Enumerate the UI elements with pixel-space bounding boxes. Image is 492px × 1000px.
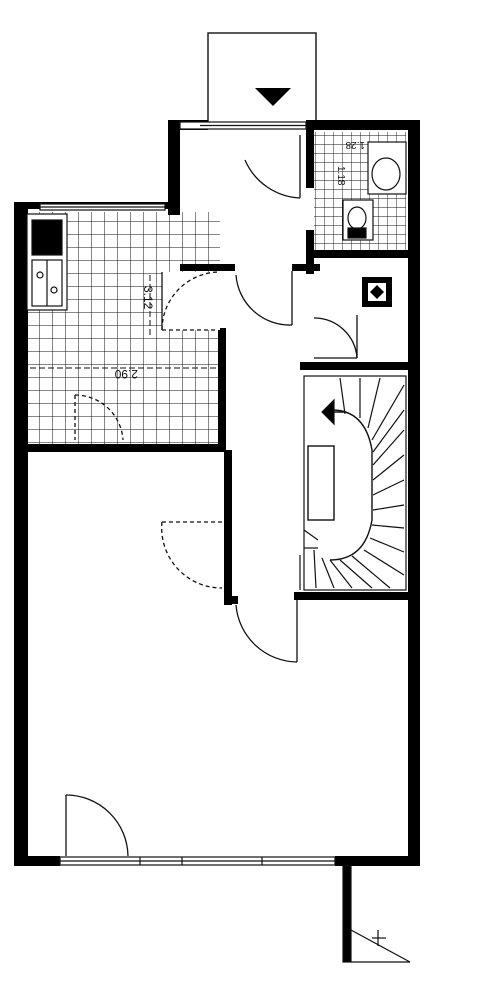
chimney-shaft-icon (362, 277, 392, 307)
front-door (65, 794, 129, 857)
kitchen-door (161, 271, 220, 331)
entry-door (244, 135, 301, 199)
exterior-steps (342, 865, 411, 963)
triangle-left-icon (321, 398, 335, 426)
entrance-landing (207, 32, 317, 126)
triangle-down-icon (255, 88, 291, 106)
kitchen-width-label: 2.90 (114, 367, 138, 381)
windows (39, 121, 336, 866)
kitchen-lower-door (74, 394, 124, 441)
walls (14, 120, 420, 866)
wc-width-label: 1.28 (345, 139, 365, 150)
dimension-lines (30, 275, 218, 369)
hall-doors (235, 271, 298, 663)
staircase (299, 375, 407, 591)
kitchen-counter (26, 213, 68, 311)
utility-door (313, 315, 358, 359)
kitchen-depth-label: 3.12 (141, 286, 155, 310)
wc-fixtures (342, 141, 407, 241)
dimensions: 2.90 3.12 1.28 1.18 (114, 139, 365, 381)
living-room-door (161, 521, 223, 589)
wc-depth-label: 1.18 (335, 166, 346, 186)
